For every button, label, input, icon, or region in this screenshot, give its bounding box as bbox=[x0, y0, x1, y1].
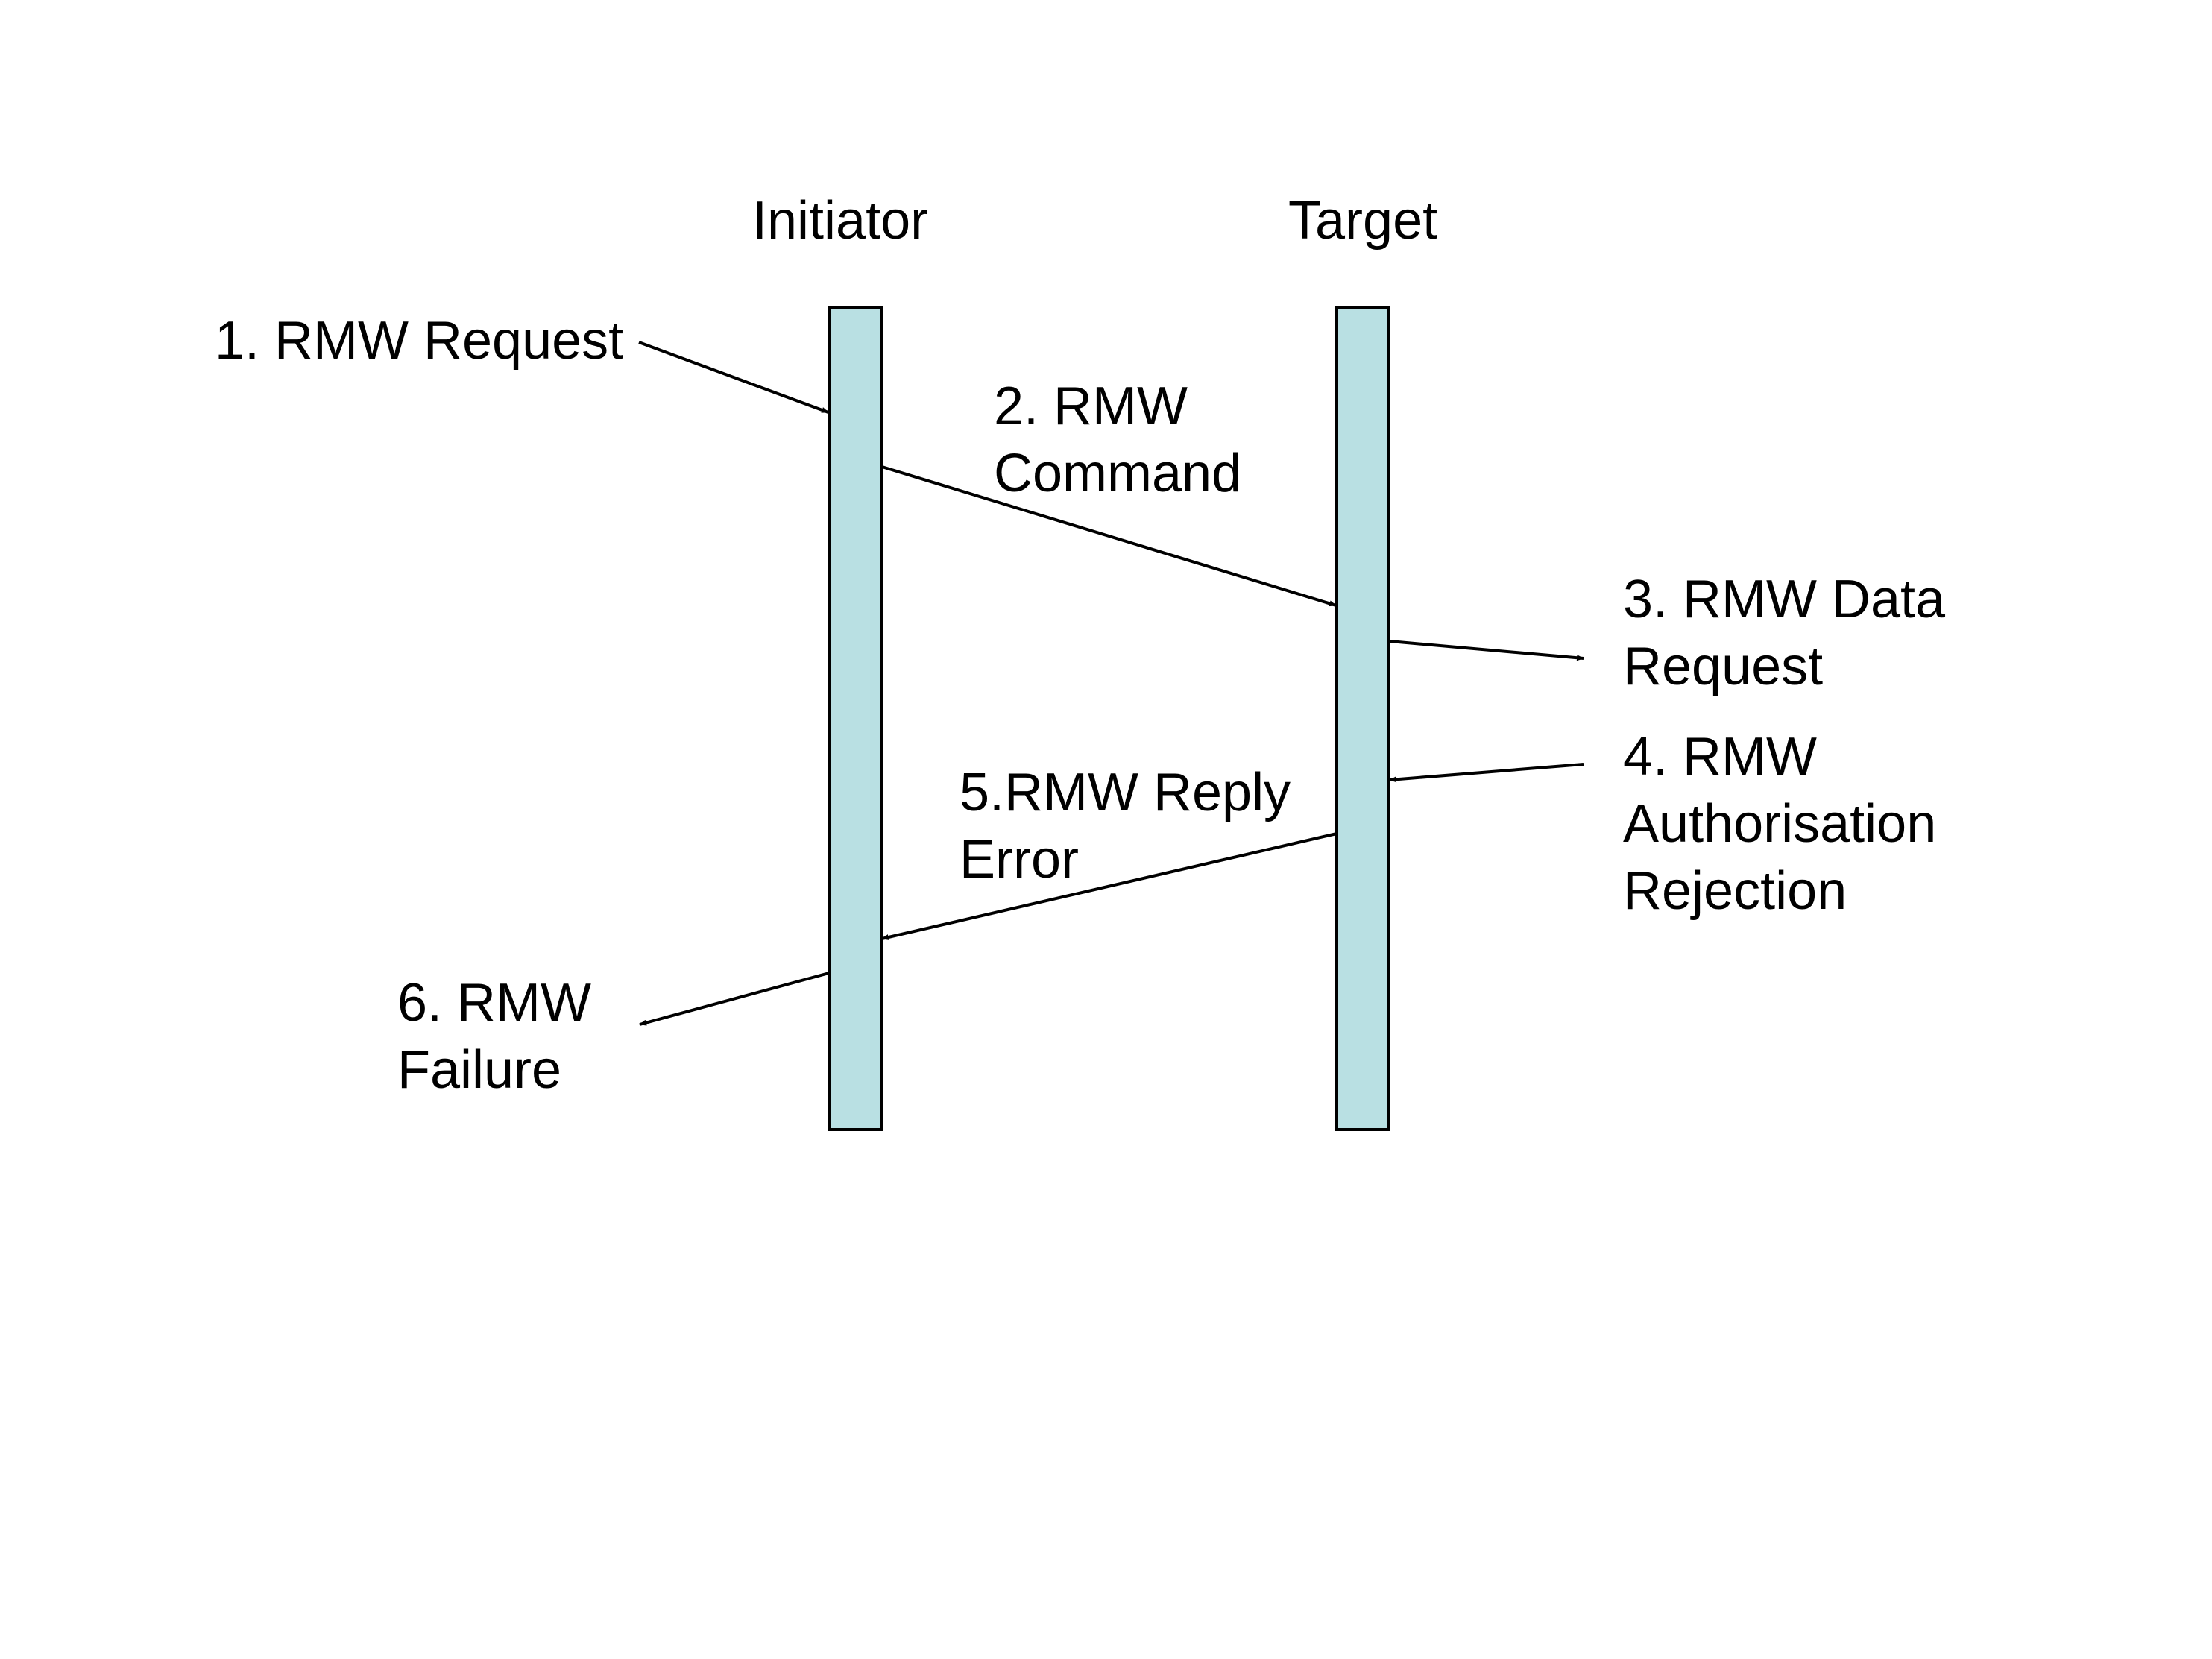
message-label-line: Failure bbox=[397, 1040, 562, 1100]
message-label-line: Command bbox=[994, 444, 1242, 503]
message-label-line: 5.RMW Reply bbox=[960, 763, 1291, 822]
initiator-lifeline-bar bbox=[828, 306, 883, 1131]
message-label-line: 2. RMW bbox=[994, 377, 1188, 436]
initiator-label: Initiator bbox=[752, 191, 929, 251]
message-label-line: 4. RMW bbox=[1623, 727, 1817, 787]
arrow-rmw-command bbox=[881, 465, 1337, 607]
arrow-rmw-request bbox=[638, 341, 829, 414]
message-label-rmw-reply-error: 5.RMW Reply Error bbox=[960, 759, 1291, 893]
message-label-line: Error bbox=[960, 830, 1079, 890]
arrow-rmw-reply-error bbox=[881, 832, 1337, 940]
message-label-line: 3. RMW Data bbox=[1623, 570, 1946, 629]
message-label-line: 6. RMW bbox=[397, 973, 591, 1033]
message-label-rmw-data-request: 3. RMW Data Request bbox=[1623, 566, 1945, 700]
message-label-line: Request bbox=[1623, 637, 1824, 696]
message-label-line: 1. RMW Request bbox=[215, 311, 624, 371]
message-label-rmw-command: 2. RMW Command bbox=[994, 373, 1241, 507]
message-label-line: Rejection bbox=[1623, 861, 1847, 921]
target-lifeline-bar bbox=[1335, 306, 1390, 1131]
arrow-rmw-data-request bbox=[1389, 640, 1584, 661]
message-label-rmw-failure: 6. RMW Failure bbox=[397, 969, 591, 1104]
arrow-rmw-authorisation-rejection bbox=[1389, 763, 1584, 783]
arrow-rmw-failure bbox=[639, 972, 830, 1026]
message-label-line: Authorisation bbox=[1623, 794, 1937, 854]
message-label-rmw-authorisation-rejection: 4. RMW Authorisation Rejection bbox=[1623, 723, 1936, 925]
message-label-rmw-request: 1. RMW Request bbox=[215, 307, 623, 374]
target-label: Target bbox=[1288, 191, 1438, 251]
